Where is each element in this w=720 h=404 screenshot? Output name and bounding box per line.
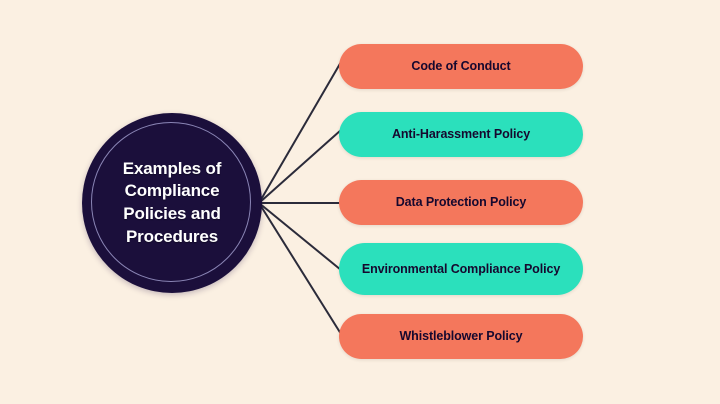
connector-line-4 (258, 202, 342, 271)
node-data-protection-policy[interactable]: Data Protection Policy (339, 180, 583, 225)
connector-line-2 (258, 129, 342, 204)
node-label: Code of Conduct (411, 59, 511, 74)
connector-line-5 (258, 202, 342, 335)
node-code-of-conduct[interactable]: Code of Conduct (339, 44, 583, 89)
node-environmental-compliance-policy[interactable]: Environmental Compliance Policy (339, 243, 583, 295)
node-anti-harassment-policy[interactable]: Anti-Harassment Policy (339, 112, 583, 157)
node-whistleblower-policy[interactable]: Whistleblower Policy (339, 314, 583, 359)
node-label: Whistleblower Policy (399, 329, 523, 344)
node-label: Anti-Harassment Policy (391, 127, 531, 142)
node-label: Data Protection Policy (395, 195, 527, 210)
connector-line-1 (258, 61, 342, 204)
node-label: Environmental Compliance Policy (361, 261, 561, 276)
